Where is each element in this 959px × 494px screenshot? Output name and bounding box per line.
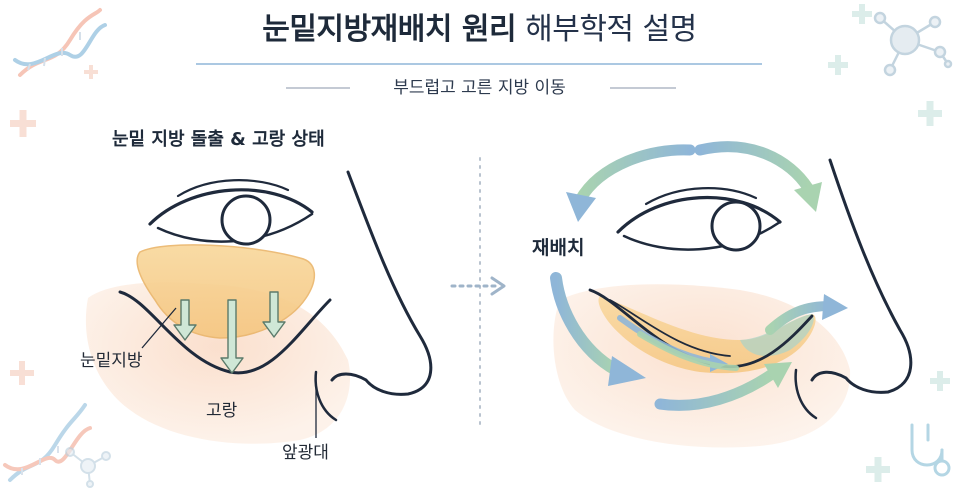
- groove-line: [118, 290, 332, 375]
- arrow-right-icon: [450, 276, 506, 296]
- title-main: 눈밑지방재배치 원리: [262, 12, 517, 47]
- plus-icon: [10, 65, 98, 385]
- right-face-illustration: [553, 158, 913, 448]
- label-repositioning: 재배치: [532, 237, 585, 259]
- left-panel-heading: 눈밑 지방 돌출 & 고랑 상태: [112, 129, 325, 150]
- dna-icon: [3, 403, 92, 482]
- iris: [220, 194, 272, 246]
- title-sub: 해부학적 설명: [525, 12, 697, 47]
- eye-crease-right: [644, 187, 758, 206]
- label-leaders: [141, 307, 317, 438]
- stethoscope-icon: [910, 423, 951, 477]
- label-groove: 고랑: [206, 401, 238, 421]
- eye-upper-lid: [148, 188, 314, 226]
- molecule-icon: [873, 11, 953, 77]
- label-under-eye-fat: 눈밑지방: [80, 351, 143, 371]
- label-tear-trough: 앞광대: [282, 443, 329, 463]
- dna-icon: [13, 8, 107, 77]
- molecule-icon: [65, 447, 111, 488]
- left-face-illustration: [85, 170, 433, 444]
- eye-upper-lid-right: [616, 195, 782, 234]
- fat-herniation-arrows: [173, 291, 286, 374]
- nose-wing-right: [794, 368, 818, 420]
- page-title: 눈밑지방재배치 원리 해부학적 설명: [0, 10, 959, 50]
- nose-profile-right: [810, 158, 913, 394]
- iris-right: [710, 200, 762, 252]
- reposition-arrows: [550, 141, 848, 411]
- eye-crease: [176, 179, 290, 198]
- page-subtitle: 부드럽고 고른 지방 이동: [393, 78, 566, 98]
- plus-icon: [828, 4, 950, 482]
- eye-lower-lid-right: [622, 220, 782, 251]
- nose-profile: [330, 170, 433, 396]
